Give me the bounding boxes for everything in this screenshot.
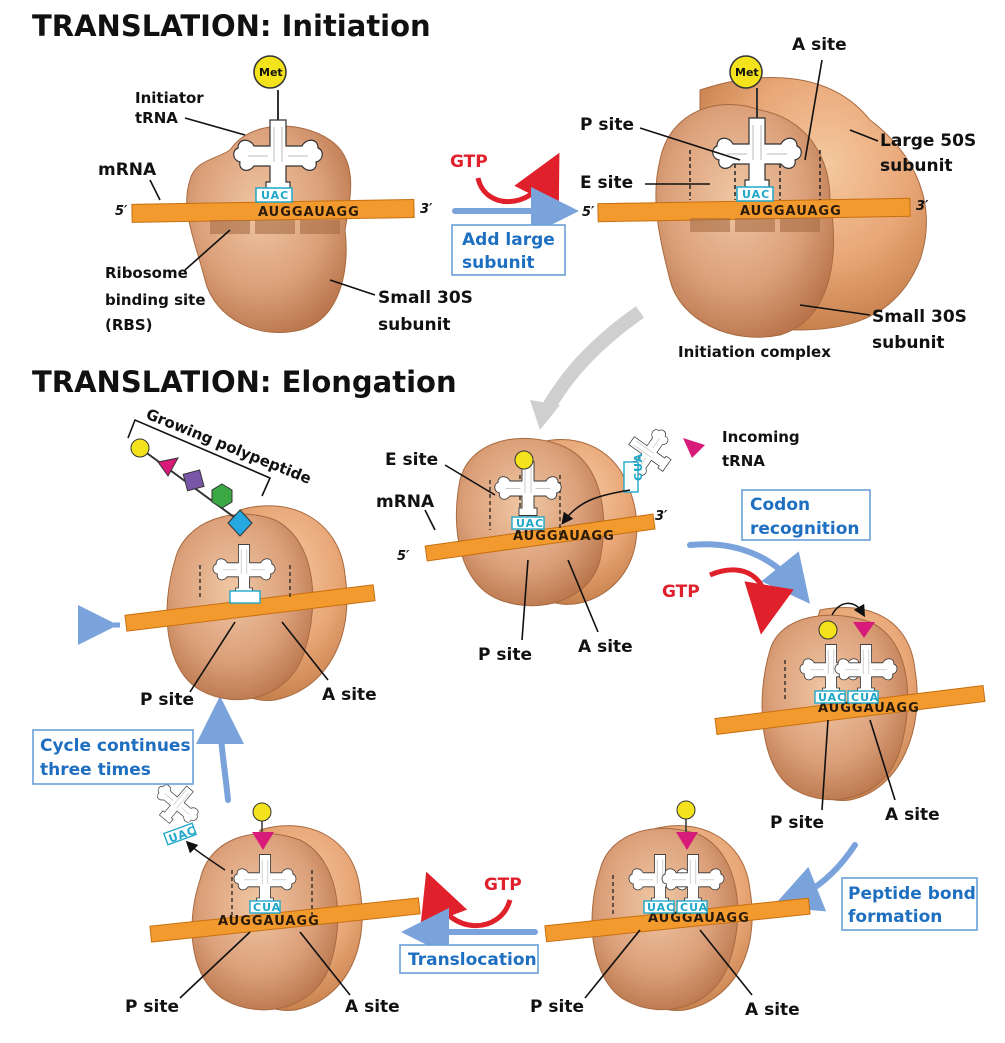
a-site-label-right: A site <box>885 805 940 825</box>
panel-initiation-complex: 5′ 3′ AUGGAUAGG UAC Met A site P site E … <box>580 35 976 361</box>
p-site-label-br: P site <box>530 997 584 1017</box>
small-subunit-label-2: subunit <box>378 315 451 335</box>
mrna-5prime-3: 5′ <box>397 549 410 564</box>
met-ball-2 <box>729 55 763 89</box>
transition-arrow <box>541 306 645 412</box>
gtp-label-3: GTP <box>484 875 522 895</box>
anticodon-box <box>255 187 293 203</box>
cycle-text-1: Cycle continues <box>40 736 191 756</box>
aa-green <box>211 483 233 509</box>
translocation-step: GTP Translocation <box>399 871 539 974</box>
anticodon-uac: UAC <box>261 189 289 202</box>
anticodon-cua-incoming: CUA <box>632 453 645 481</box>
small-subunit-label-3: Small 30S <box>872 307 967 327</box>
initiation-heading: TRANSLATION: Initiation <box>32 9 431 43</box>
e-site-label-top: E site <box>580 173 633 193</box>
mrna-5prime: 5′ <box>115 204 128 219</box>
panel-translocation: AUGGAUAGG CUA UAC P site A site <box>125 772 421 1017</box>
panel-peptide-bond: AUGGAUAGG UAC CUA P site A site <box>530 800 811 1020</box>
add-large-box <box>451 224 566 276</box>
p-site-label-right: P site <box>770 813 824 833</box>
mrna-label-mid: mRNA <box>376 492 435 512</box>
anticodon-uac-4: UAC <box>818 691 846 704</box>
mrna-sequence-6: AUGGAUAGG <box>218 914 320 929</box>
aa-purple <box>182 469 205 492</box>
mrna-sequence-2: AUGGAUAGG <box>740 204 842 219</box>
peptide-bond-text-1: Peptide bond <box>848 884 976 904</box>
met-ball <box>253 55 287 89</box>
mrna-3prime-2: 3′ <box>916 199 929 214</box>
codon-recognition-text-2: recognition <box>750 519 860 539</box>
initiation-complex-label: Initiation complex <box>678 343 831 361</box>
mrna-strand-3 <box>424 513 656 562</box>
small-subunit-label-4: subunit <box>872 333 945 353</box>
anticodon-uac-5: UAC <box>647 901 675 914</box>
a-site-label-bl: A site <box>345 997 400 1017</box>
panel-codon-filled: AUGGAUAGG UAC CUA P site A site <box>714 602 986 833</box>
add-large-text-2: subunit <box>462 253 535 273</box>
growing-polypeptide-label: Growing polypeptide <box>144 405 314 488</box>
mrna-3prime-3: 3′ <box>655 509 668 524</box>
cycle-step: Cycle continues three times <box>32 696 245 803</box>
mrna-sequence-3: AUGGAUAGG <box>513 529 615 544</box>
mrna-label: mRNA <box>98 160 157 180</box>
anticodon-uac-exiting: UAC <box>167 824 198 846</box>
anticodon-uac-3: UAC <box>516 517 544 530</box>
p-site-label-tl: P site <box>140 690 194 710</box>
e-site-label-mid: E site <box>385 450 438 470</box>
p-site-label-mid: P site <box>478 645 532 665</box>
elongation-heading: TRANSLATION: Elongation <box>32 365 457 399</box>
peptide-bond-step: Peptide bond formation <box>772 842 978 931</box>
incoming-trna-label-2: tRNA <box>722 452 765 470</box>
panel-elongation-start: 5′ 3′ AUGGAUAGG UAC CUA E site mRNA Inco… <box>376 418 800 665</box>
aa-yellow <box>130 438 150 458</box>
a-site-label-br: A site <box>745 1000 800 1020</box>
p-site-label-bl: P site <box>125 997 179 1017</box>
a-site-label-tl: A site <box>322 685 377 705</box>
rbs-label-1: Ribosome <box>105 264 188 282</box>
met-label-2: Met <box>735 66 759 79</box>
peptide-bond-text-2: formation <box>848 907 942 927</box>
a-site-label-mid: A site <box>578 637 633 657</box>
aa-pink <box>157 457 179 477</box>
initiator-trna-label-2: tRNA <box>135 109 178 127</box>
mrna-strand-6 <box>149 897 421 943</box>
anticodon-cua-5: CUA <box>680 901 708 914</box>
gtp-label-1: GTP <box>450 152 488 172</box>
p-site-label-top: P site <box>580 115 634 135</box>
rbs-label-2: binding site <box>105 291 206 309</box>
mrna-3prime: 3′ <box>420 202 433 217</box>
anticodon-cua-6: CUA <box>253 901 281 914</box>
mrna-5prime-2: 5′ <box>582 205 595 220</box>
add-large-subunit-step: GTP Add large subunit <box>450 152 579 276</box>
mrna-sequence-4: AUGGAUAGG <box>818 701 920 716</box>
codon-recognition-text-1: Codon <box>750 495 810 515</box>
anticodon-uac-2: UAC <box>742 188 770 201</box>
large-subunit-label-1: Large 50S <box>880 131 976 151</box>
small-subunit-label-1: Small 30S <box>378 288 473 308</box>
panel-polypeptide: Growing polypeptide P site A site <box>78 405 377 710</box>
aa-blue <box>227 509 253 537</box>
codon-recognition-step: Codon recognition GTP <box>662 489 871 635</box>
cycle-text-2: three times <box>40 760 151 780</box>
initiator-trna-label: Initiator <box>135 89 204 107</box>
panel-small-subunit: 5′ 3′ AUGGAUAGG UAC Met Initiator tRNA m… <box>98 55 473 335</box>
add-large-text-1: Add large <box>462 230 555 250</box>
large-subunit-label-2: subunit <box>880 156 953 176</box>
anticodon-cua-4: CUA <box>851 691 879 704</box>
a-site-label-top: A site <box>792 35 847 55</box>
incoming-trna-label-1: Incoming <box>722 428 800 446</box>
gtp-label-2: GTP <box>662 582 700 602</box>
translocation-text: Translocation <box>408 950 537 970</box>
met-label: Met <box>259 66 283 79</box>
mrna-sequence-5: AUGGAUAGG <box>648 911 750 926</box>
rbs-label-3: (RBS) <box>105 316 153 334</box>
mrna-sequence: AUGGAUAGG <box>258 205 360 220</box>
